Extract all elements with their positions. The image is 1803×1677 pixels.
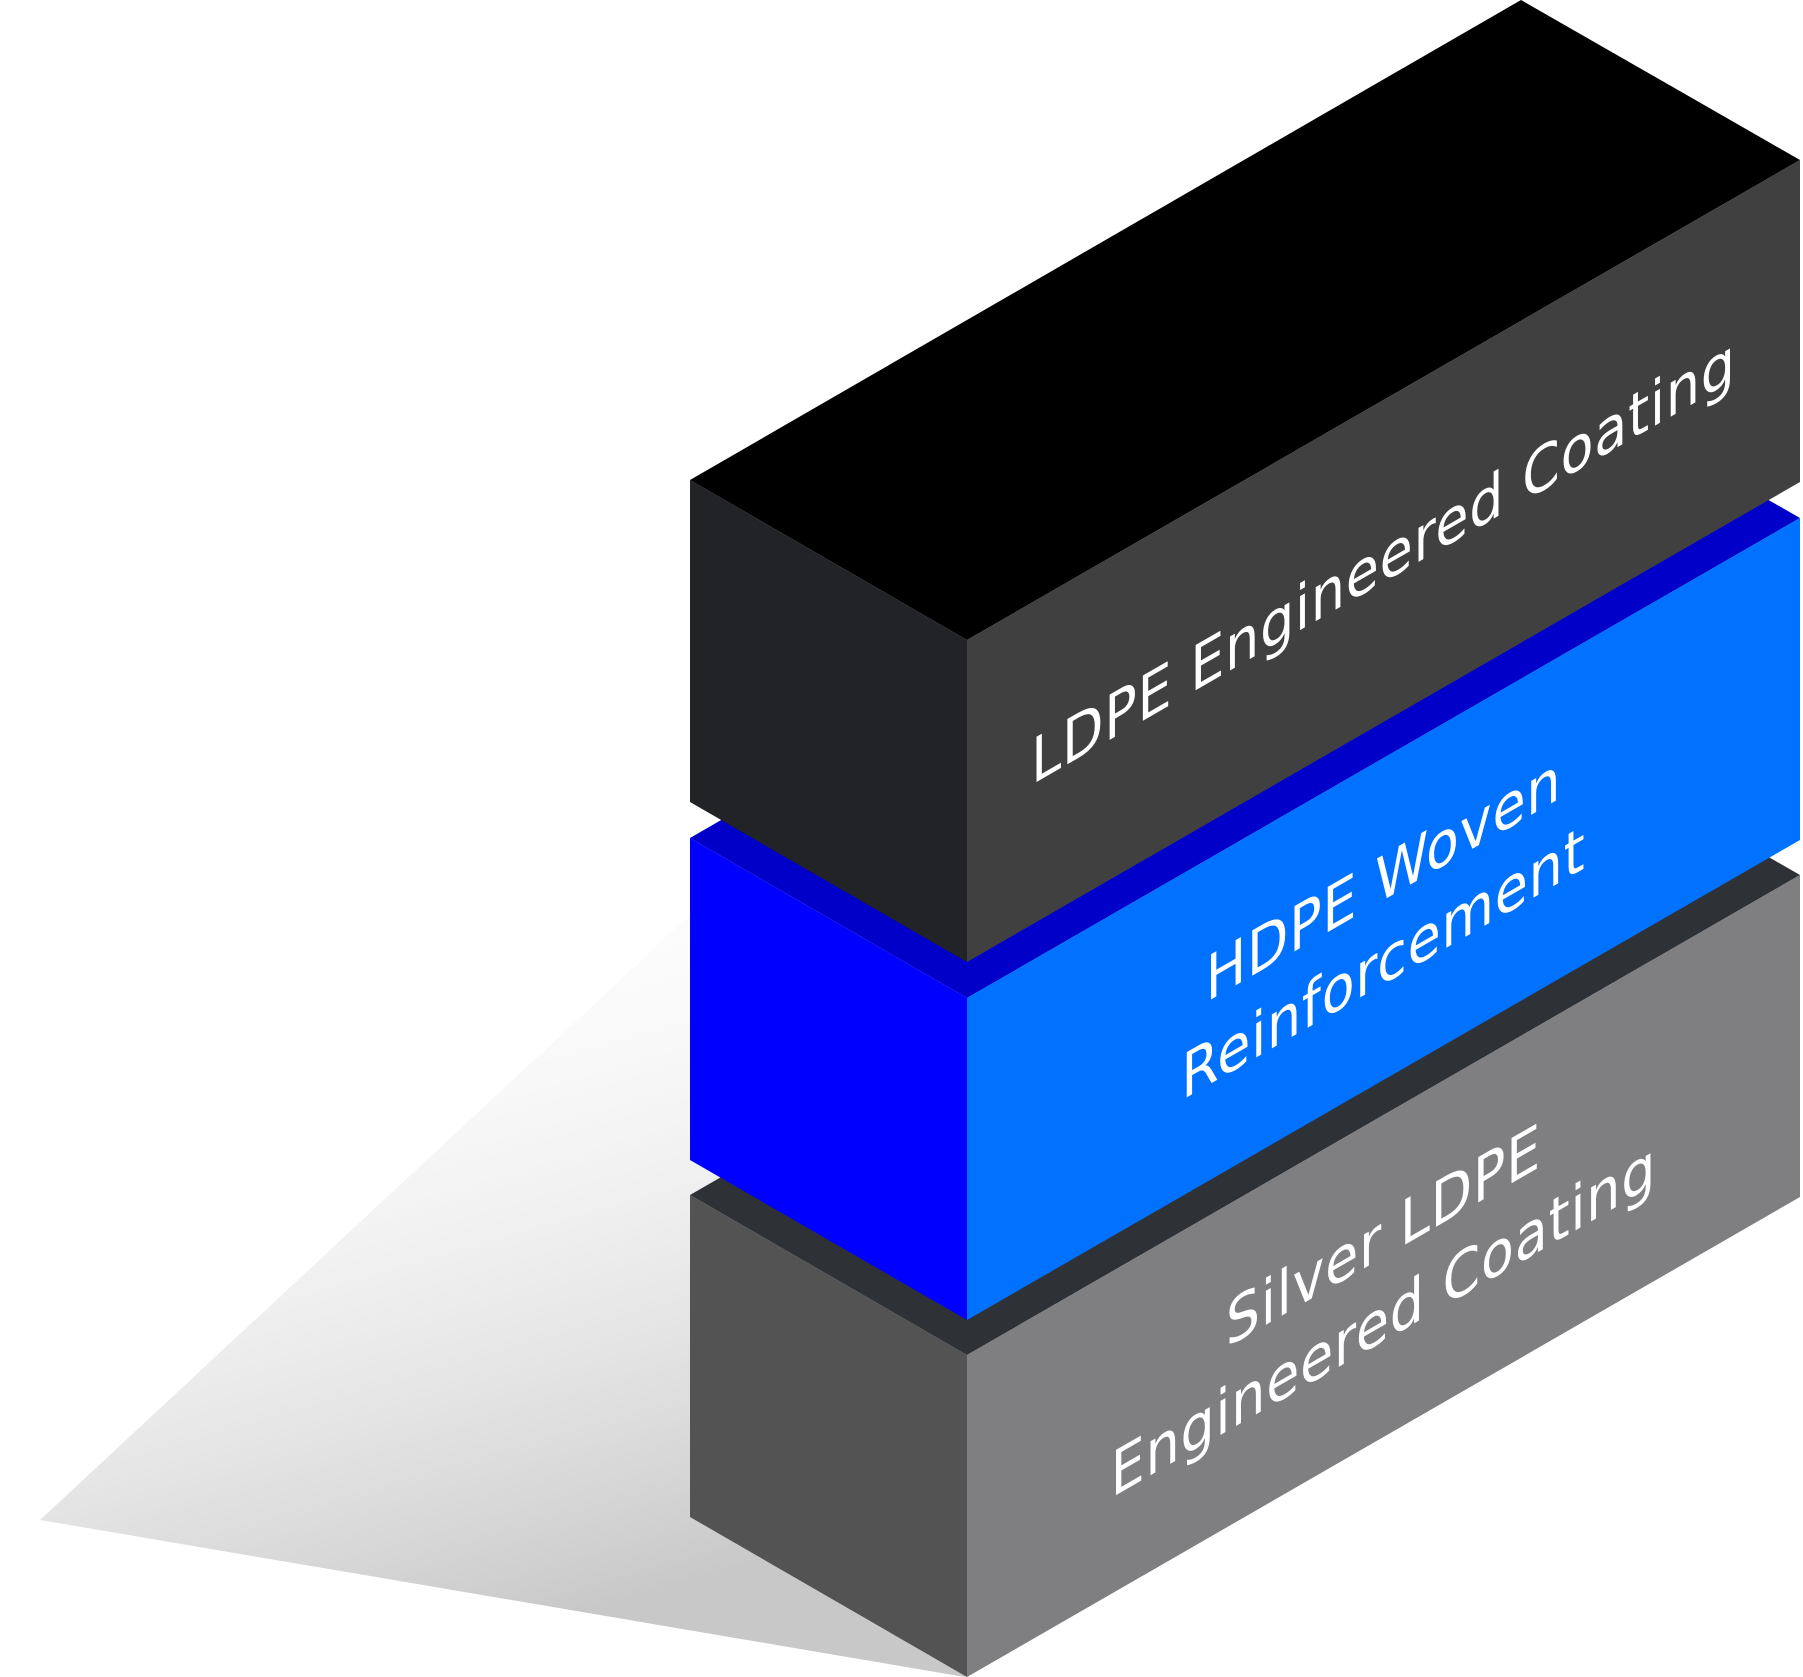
middle-layer-left-face [690, 838, 967, 1320]
top-layer-top-face [690, 0, 1800, 640]
bottom-layer-right-face [967, 875, 1800, 1677]
top-layer-left-face [690, 480, 967, 962]
top-layer-right-face [967, 160, 1800, 962]
top-layer-block [690, 0, 1800, 962]
middle-layer-right-face [967, 518, 1800, 1320]
bottom-layer-left-face [690, 1195, 967, 1677]
